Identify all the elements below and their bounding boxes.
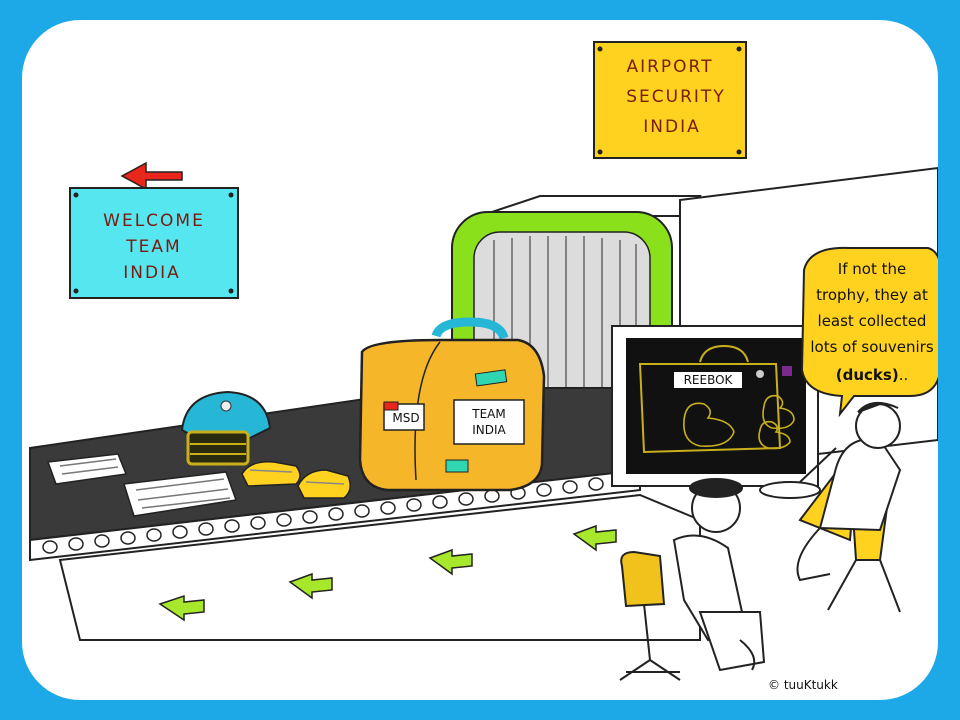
bubble-line-1: If not the bbox=[838, 260, 906, 278]
welcome-sign-line-1: WELCOME bbox=[103, 211, 205, 231]
green-arrow-icon bbox=[572, 524, 617, 552]
msd-tag-label: MSD bbox=[392, 411, 419, 425]
batting-gloves bbox=[46, 453, 238, 517]
bubble-line-3: least collected bbox=[818, 312, 927, 330]
welcome-team-india-sign: WELCOME TEAM INDIA bbox=[69, 161, 239, 299]
security-officer-front bbox=[619, 478, 766, 681]
green-arrow-icon bbox=[288, 572, 333, 600]
direction-arrows bbox=[158, 524, 617, 622]
bubble-line-5: (ducks).. bbox=[836, 366, 908, 384]
airport-sign-line-1: AIRPORT bbox=[626, 57, 713, 77]
monitor-bag-label: REEBOK bbox=[684, 373, 734, 387]
bubble-line-4: lots of souvenirs bbox=[810, 338, 933, 356]
cricket-shoes bbox=[241, 461, 351, 499]
xray-monitor: REEBOK bbox=[611, 325, 819, 487]
cartoon-frame: AIRPORT SECURITY INDIA WELCOME TEAM INDI… bbox=[22, 20, 938, 700]
artist-credit: © tuuKtukk bbox=[768, 678, 838, 692]
airport-security-sign: AIRPORT SECURITY INDIA bbox=[593, 41, 747, 159]
security-officer-at-monitor bbox=[759, 401, 902, 613]
team-india-suitcase: MSD TEAM INDIA bbox=[358, 317, 546, 492]
bubble-emphasis: (ducks) bbox=[836, 366, 899, 384]
welcome-sign-line-3: INDIA bbox=[123, 263, 180, 283]
bubble-trailing: .. bbox=[899, 366, 909, 384]
cartoon-scene: AIRPORT SECURITY INDIA WELCOME TEAM INDI… bbox=[29, 41, 938, 681]
welcome-sign-line-2: TEAM bbox=[125, 237, 181, 257]
left-arrow-icon bbox=[120, 161, 183, 191]
airport-sign-line-3: INDIA bbox=[643, 117, 700, 137]
green-arrow-icon bbox=[428, 548, 473, 576]
team-tag-line-2: INDIA bbox=[472, 423, 506, 437]
cricket-helmet bbox=[180, 390, 272, 466]
green-arrow-icon bbox=[158, 594, 205, 622]
team-tag-line-1: TEAM bbox=[471, 407, 505, 421]
duck-outlines bbox=[683, 394, 795, 450]
speech-bubble: If not the trophy, they at least collect… bbox=[800, 246, 938, 418]
airport-sign-line-2: SECURITY bbox=[626, 87, 725, 107]
bubble-line-2: trophy, they at bbox=[816, 286, 928, 304]
